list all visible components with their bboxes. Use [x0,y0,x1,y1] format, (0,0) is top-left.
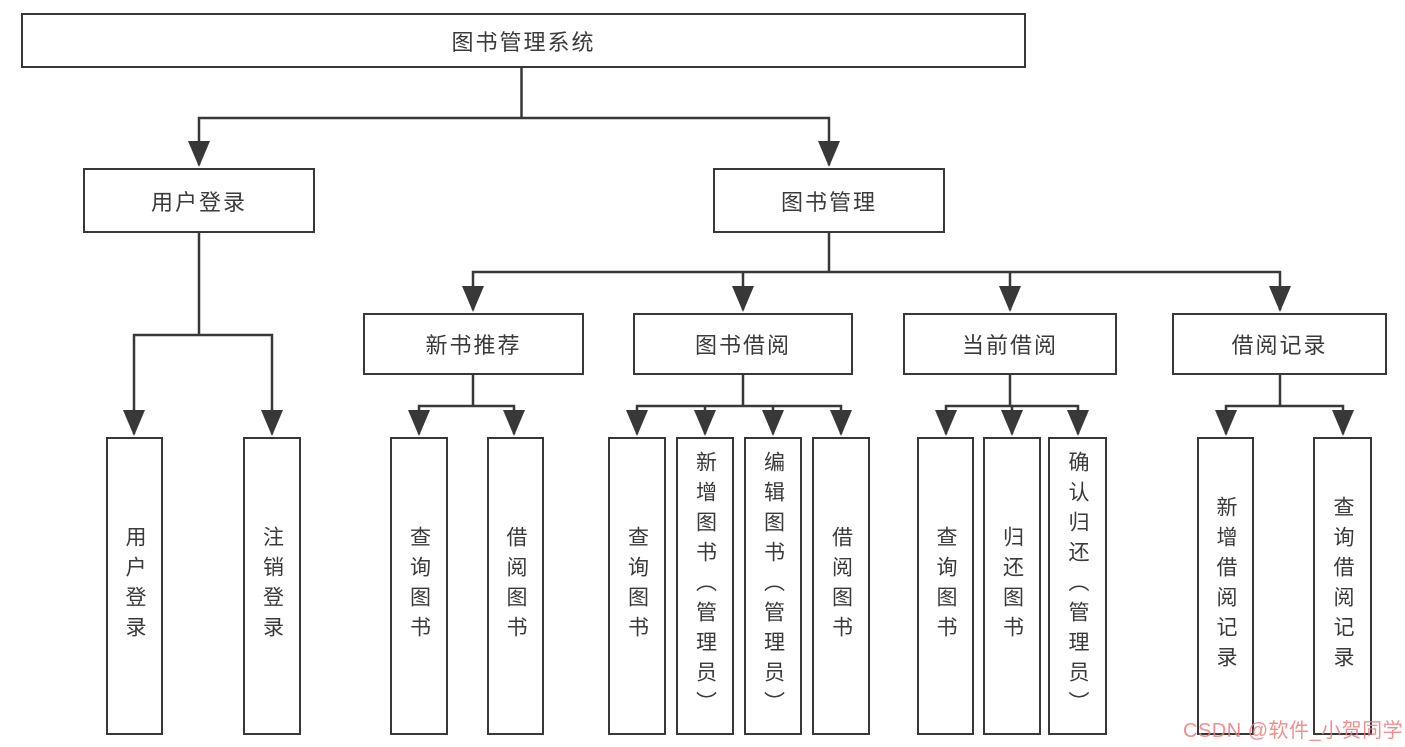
node-user-login: 用户登录 [83,168,315,233]
arrow-down-icon [999,286,1021,312]
node-current-borrowing: 当前借阅 [903,313,1117,375]
leaf-logout: 注销登录 [243,437,301,735]
leaf-label: 查询借阅记录 [1331,496,1354,676]
connector-root-to-level2 [197,67,831,165]
connector-bookmgmt-to-level3 [471,231,1282,310]
arrow-down-icon [694,410,716,436]
leaf-cb-confirm-return: 确认归还（管理员） [1048,437,1107,735]
node-book-borrowing: 图书借阅 [633,313,853,375]
leaf-label: 查询图书 [934,526,957,646]
leaf-label: 借阅图书 [829,526,853,646]
node-borrow-records: 借阅记录 [1172,313,1387,375]
node-new-book-recommend: 新书推荐 [363,313,584,375]
leaf-label: 编辑图书（管理员） [761,451,785,721]
arrow-down-icon [408,410,430,436]
connector-userlogin-to-leaves [132,231,274,434]
arrow-down-icon [818,141,840,167]
arrow-down-icon [1067,410,1089,436]
leaf-label: 用户登录 [123,526,146,646]
leaf-bb-query-books: 查询图书 [608,437,666,735]
arrow-down-icon [1269,286,1291,312]
arrow-down-icon [732,286,754,312]
arrow-down-icon [1332,410,1354,436]
leaf-bb-edit-books: 编辑图书（管理员） [744,437,802,735]
connector-borrow-to-leaves [635,373,843,434]
arrow-down-icon [1215,410,1237,436]
leaf-label: 新增图书（管理员） [693,451,717,721]
watermark: CSDN @软件_小贺同学 [1183,720,1404,742]
node-label: 用户登录 [150,189,247,215]
leaf-br-query-record: 查询借阅记录 [1313,437,1372,735]
leaf-label: 查询图书 [625,526,649,646]
node-label: 图书借阅 [694,333,791,358]
arrow-down-icon [188,141,210,167]
node-label: 借阅记录 [1231,333,1328,358]
leaf-label: 归还图书 [1000,526,1024,646]
leaf-cb-query-books: 查询图书 [917,437,974,735]
leaf-cb-return-books: 归还图书 [983,437,1041,735]
node-book-management: 图书管理 [713,168,945,233]
arrow-down-icon [123,410,145,436]
node-library-system: 图书管理系统 [21,13,1026,68]
node-label: 图书管理系统 [451,29,596,55]
connector-record-to-leaves [1224,373,1345,434]
arrow-down-icon [261,410,283,436]
node-label: 图书管理 [780,189,877,215]
arrowheads [123,141,1354,436]
arrow-down-icon [626,410,648,436]
leaf-nb-borrow-books: 借阅图书 [487,437,544,735]
node-label: 当前借阅 [961,333,1058,358]
arrow-down-icon [935,410,957,436]
connector-newbook-to-leaves [417,373,516,434]
leaf-label: 新增借阅记录 [1214,496,1237,676]
node-label: 新书推荐 [425,333,522,358]
leaf-label: 确认归还（管理员） [1066,451,1089,721]
leaf-label: 借阅图书 [504,526,527,646]
arrow-down-icon [762,410,784,436]
leaf-bb-borrow-books: 借阅图书 [812,437,870,735]
leaf-bb-add-books: 新增图书（管理员） [676,437,734,735]
leaf-nb-query-books: 查询图书 [390,437,448,735]
arrow-down-icon [503,410,525,436]
leaf-br-add-record: 新增借阅记录 [1197,437,1254,735]
arrow-down-icon [1001,410,1023,436]
arrow-down-icon [462,286,484,312]
arrow-down-icon [830,410,852,436]
leaf-user-login: 用户登录 [106,437,163,735]
leaf-label: 查询图书 [407,526,431,646]
leaf-label: 注销登录 [260,526,284,646]
